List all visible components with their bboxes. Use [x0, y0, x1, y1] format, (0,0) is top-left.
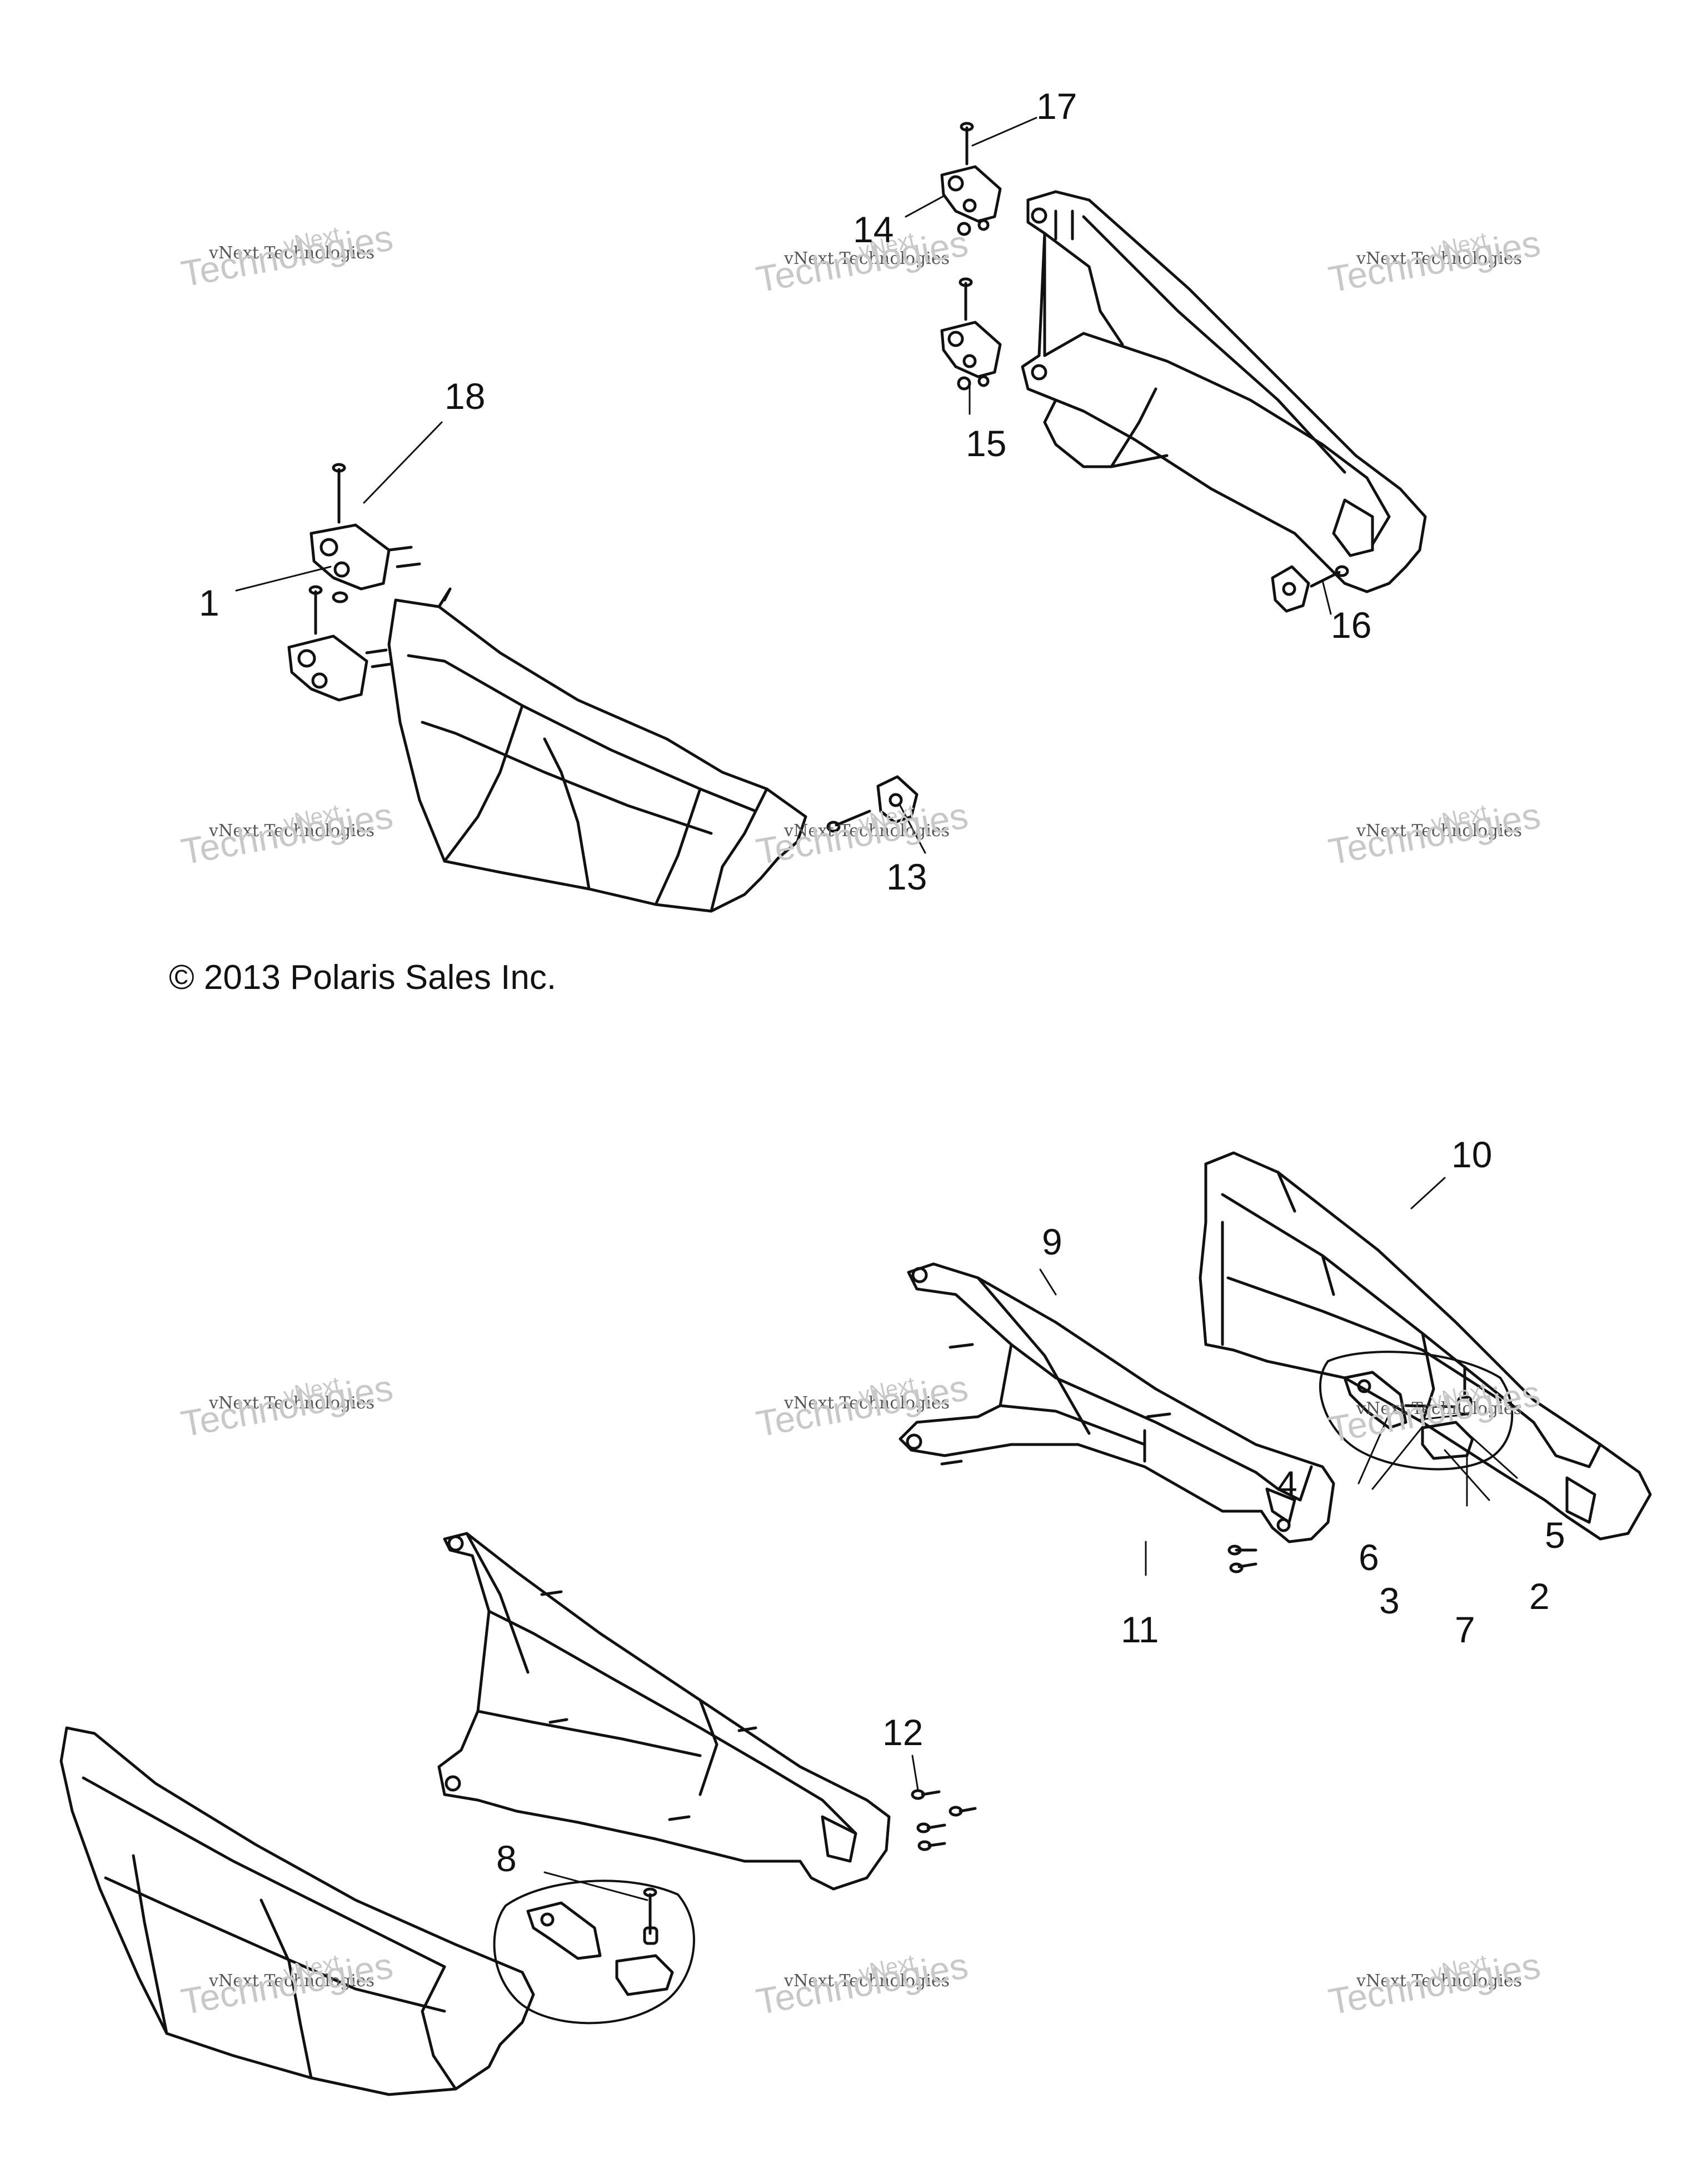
callout-9: 9 [1042, 1221, 1062, 1262]
door-panel-bottom [59, 1726, 535, 2096]
hinge-upper-right [940, 122, 1002, 236]
hinge-lower-right [940, 277, 1002, 391]
hinge-lower-left [287, 585, 393, 702]
latch-assembly-lower [493, 1880, 695, 2025]
callout-3: 3 [1379, 1580, 1400, 1621]
latch-plate-top-left [826, 775, 919, 833]
callout-17: 17 [1036, 86, 1077, 127]
callout-8: 8 [496, 1838, 517, 1879]
hinge-upper-left [310, 463, 421, 603]
callout-13: 13 [886, 856, 927, 897]
callout-5: 5 [1545, 1515, 1565, 1556]
callout-2: 2 [1529, 1576, 1550, 1617]
callout-18: 18 [445, 376, 486, 417]
door-frame-bottom-middle [899, 1262, 1335, 1573]
door-panel-top [387, 587, 807, 913]
callout-4: 4 [1277, 1463, 1297, 1505]
callout-14: 14 [853, 209, 894, 250]
callout-6: 6 [1359, 1537, 1379, 1578]
callout-1: 1 [199, 582, 219, 623]
fasteners-bottom [911, 1789, 977, 1851]
callout-11: 11 [1121, 1609, 1159, 1650]
latch-assembly-upper [1319, 1351, 1514, 1471]
door-frame-bottom-left [437, 1532, 891, 1891]
callout-10: 10 [1451, 1134, 1493, 1175]
door-frame-bottom-right [1199, 1151, 1652, 1541]
callout-16: 16 [1331, 604, 1372, 646]
callout-15: 15 [966, 423, 1007, 464]
copyright-notice: © 2013 Polaris Sales Inc. [169, 958, 557, 997]
leader-lines [235, 117, 1518, 1901]
latch-plate-top-right [1271, 565, 1349, 613]
door-frame-top [1021, 190, 1427, 593]
callout-12: 12 [882, 1712, 924, 1753]
callout-7: 7 [1455, 1609, 1475, 1650]
